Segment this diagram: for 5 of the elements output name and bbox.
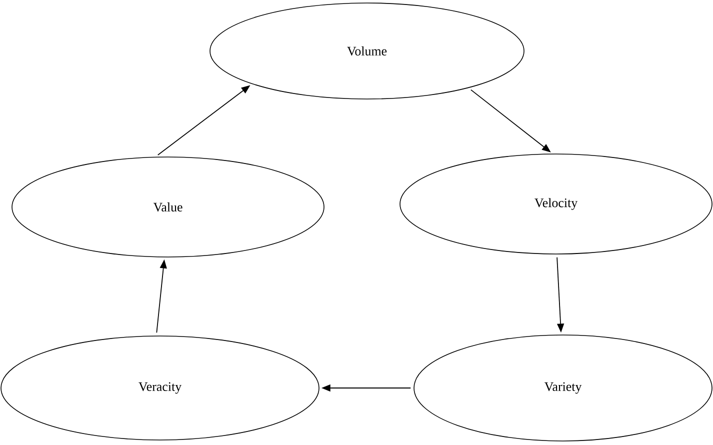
ellipse-node: Velocity <box>400 154 712 254</box>
ellipse-node: Veracity <box>0 336 320 440</box>
ellipse-node: Variety <box>414 334 712 442</box>
ellipse-node: Value <box>12 156 324 258</box>
ellipse-node: Volume <box>210 2 524 100</box>
